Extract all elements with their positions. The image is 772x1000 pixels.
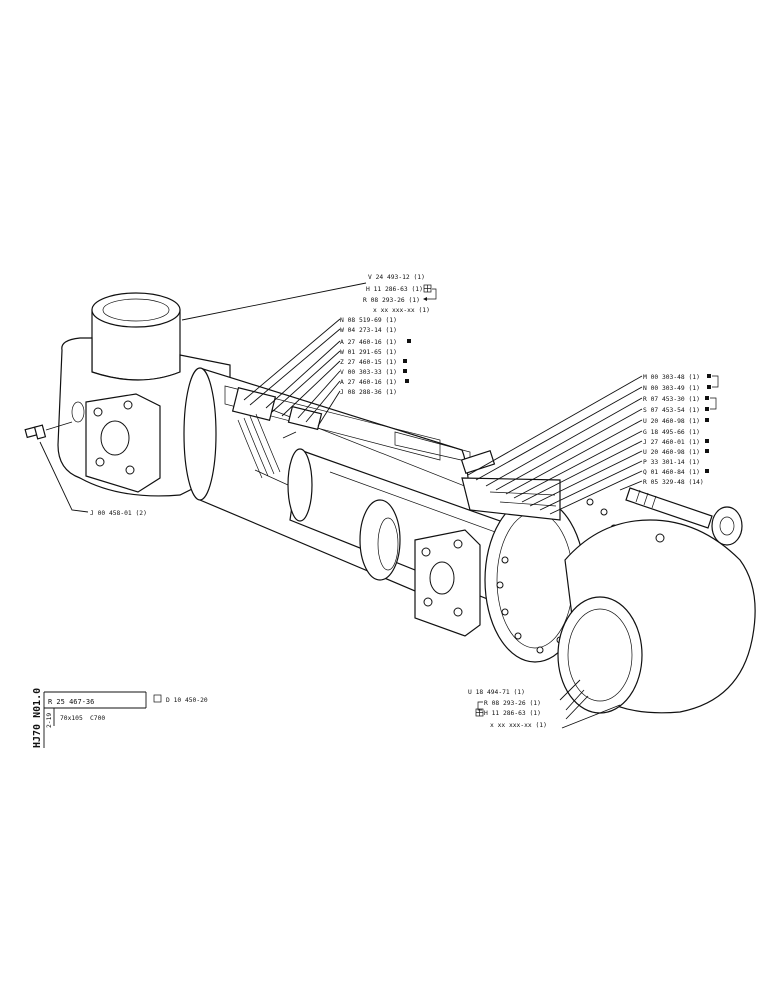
label-r05: R 05 329-48 (14) xyxy=(643,479,704,486)
label-m00: M 00 303-48 (1) xyxy=(643,374,700,381)
label-x-top: x xx xxx-xx (1) xyxy=(373,307,430,314)
label-r08-bot: R 08 293-26 (1) xyxy=(484,700,541,707)
label-a27b: A 27 460-16 (1) xyxy=(340,379,397,386)
label-w01: W 01 291-65 (1) xyxy=(340,349,397,356)
label-n08: N 08 519-69 (1) xyxy=(340,317,397,324)
arrow-left-icon xyxy=(477,701,483,711)
model-spec: C700 xyxy=(90,715,105,722)
label-r08-top: R 08 293-26 (1) xyxy=(363,297,420,304)
arrow-left-icon xyxy=(427,288,437,300)
label-v24: V 24 493-12 (1) xyxy=(368,274,425,281)
filled-square-icon xyxy=(705,396,709,400)
filled-square-icon xyxy=(707,385,711,389)
title-block: HJ70 N01.0 2-19 R 25 467-36 D 10 450-20 … xyxy=(32,688,208,748)
label-s07: S 07 453-54 (1) xyxy=(643,407,700,414)
label-a27a: A 27 460-16 (1) xyxy=(340,339,397,346)
part-labels: V 24 493-12 (1) H 11 286-63 (1) R 08 293… xyxy=(90,274,704,729)
label-g18: G 18 495-66 (1) xyxy=(643,429,700,436)
filled-square-icon xyxy=(403,359,407,363)
filled-square-icon xyxy=(705,469,709,473)
filled-square-icon xyxy=(407,339,411,343)
label-u18: U 18 494-71 (1) xyxy=(468,689,525,696)
label-h11-top: H 11 286-63 (1) xyxy=(366,286,423,293)
boxed-grid-icon xyxy=(423,284,432,293)
label-j08: J 08 288-36 (1) xyxy=(340,389,397,396)
arrow-left-icon xyxy=(710,397,717,410)
alt-part-number: D 10 450-20 xyxy=(166,697,208,704)
label-j27: J 27 460-01 (1) xyxy=(643,439,700,446)
leader-lines xyxy=(39,282,643,729)
part-number: R 25 467-36 xyxy=(48,698,94,706)
filled-square-icon xyxy=(705,418,709,422)
arrow-left-icon xyxy=(712,375,719,388)
label-u20a: U 20 460-98 (1) xyxy=(643,418,700,425)
filled-square-icon xyxy=(403,369,407,373)
arrow-left-icon xyxy=(423,297,427,301)
vertical-drawing-code: HJ70 N01.0 xyxy=(32,688,43,748)
size-spec: 70x105 xyxy=(60,715,83,722)
open-square-icon xyxy=(153,694,162,703)
label-n00: N 00 303-49 (1) xyxy=(643,385,700,392)
filled-square-icon xyxy=(707,374,711,378)
label-r07: R 07 453-30 (1) xyxy=(643,396,700,403)
label-h11-bot: H 11 286-63 (1) xyxy=(484,710,541,717)
marker-icons xyxy=(403,284,719,717)
small-vertical-code: 2-19 xyxy=(46,713,53,728)
filled-square-icon xyxy=(705,407,709,411)
label-z27: Z 27 460-15 (1) xyxy=(340,359,397,366)
label-j00: J 00 458-01 (2) xyxy=(90,510,147,517)
label-u20b: U 20 460-98 (1) xyxy=(643,449,700,456)
long-bolt xyxy=(625,487,743,546)
boxed-grid-icon xyxy=(475,708,484,717)
label-v00: V 00 303-33 (1) xyxy=(340,369,397,376)
label-x-bot: x xx xxx-xx (1) xyxy=(490,722,547,729)
label-w04: W 04 273-14 (1) xyxy=(340,327,397,334)
filled-square-icon xyxy=(705,439,709,443)
filled-square-icon xyxy=(405,379,409,383)
cylinder-assembly xyxy=(24,292,756,714)
filled-square-icon xyxy=(705,449,709,453)
grease-nipple xyxy=(24,421,73,440)
label-p33: P 33 301-14 (1) xyxy=(643,459,700,466)
label-q01: Q 01 460-84 (1) xyxy=(643,469,700,476)
